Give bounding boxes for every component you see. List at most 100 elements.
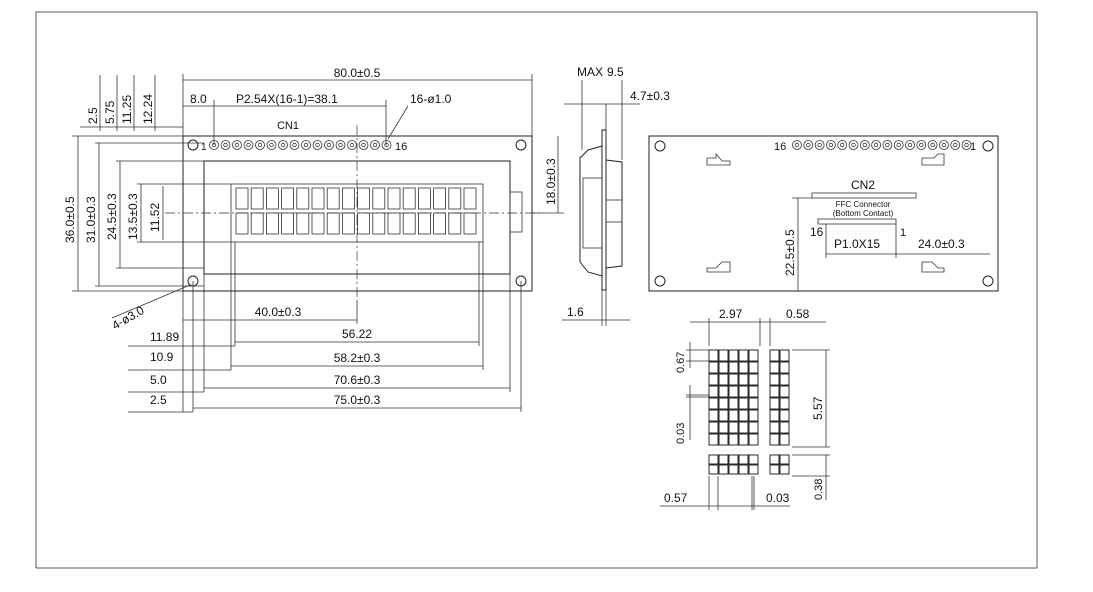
pin-hole bbox=[885, 142, 890, 148]
char-cell bbox=[372, 212, 386, 235]
ffc-contacts bbox=[817, 218, 897, 225]
matrix-dot bbox=[708, 361, 719, 374]
pin-pad bbox=[961, 140, 972, 150]
pin-pad bbox=[347, 140, 357, 150]
pin-pad bbox=[278, 140, 288, 150]
dim-width-58-2: 58.2±0.3 bbox=[334, 351, 381, 365]
ffc-offset: 24.0±0.3 bbox=[918, 237, 965, 251]
char-cell bbox=[235, 212, 249, 235]
dim-width-70-6: 70.6±0.3 bbox=[334, 373, 381, 387]
dim-right-height: 18.0±0.3 bbox=[544, 158, 558, 205]
char-cell bbox=[326, 212, 340, 235]
cn1-pin-one: 1 bbox=[201, 142, 207, 153]
matrix-dot bbox=[728, 349, 739, 362]
pin-hole bbox=[794, 142, 800, 148]
dim-height-24-5: 24.5±0.3 bbox=[105, 193, 119, 240]
matrix-dot bbox=[728, 361, 739, 374]
matrix-dot bbox=[738, 454, 749, 465]
pin-hole bbox=[806, 142, 811, 148]
char-cell bbox=[326, 187, 340, 210]
matrix-dot bbox=[748, 385, 759, 398]
matrix-dot bbox=[779, 361, 790, 374]
dim-pin-pitch: P2.54X(16-1)=38.1 bbox=[236, 92, 338, 106]
matrix-dot bbox=[738, 373, 749, 386]
char-cell bbox=[357, 212, 371, 235]
char-cell bbox=[235, 187, 249, 210]
char-cell bbox=[448, 187, 462, 210]
dim-top-offset-2: 5.75 bbox=[103, 100, 117, 124]
pin-hole bbox=[919, 142, 924, 148]
pin-hole bbox=[964, 142, 969, 148]
char-dot-width: 0.57 bbox=[664, 491, 688, 505]
pin-pad bbox=[905, 140, 915, 150]
pin-pad bbox=[289, 140, 300, 150]
dim-top-offset-4: 12.24 bbox=[141, 94, 155, 124]
pin-hole bbox=[292, 142, 297, 148]
front-pcb-outline bbox=[182, 135, 533, 292]
ffc-pin-left: 16 bbox=[810, 225, 824, 239]
pin-pad bbox=[939, 140, 949, 150]
char-height: 5.57 bbox=[811, 396, 825, 420]
matrix-dot bbox=[738, 464, 749, 475]
matrix-dot bbox=[708, 385, 719, 398]
ffc-pitch: P1.0X15 bbox=[834, 237, 880, 251]
char-cell bbox=[311, 187, 325, 210]
matrix-dot bbox=[718, 464, 729, 475]
matrix-dot bbox=[728, 373, 739, 386]
matrix-dot bbox=[748, 409, 759, 422]
matrix-dot bbox=[748, 361, 759, 374]
dim-height-36: 36.0±0.5 bbox=[63, 196, 77, 243]
pin-hole bbox=[840, 142, 845, 148]
matrix-dot bbox=[748, 421, 759, 434]
char-cell bbox=[341, 212, 355, 235]
dim-left-offset-3: 5.0 bbox=[150, 373, 167, 387]
pin-pad bbox=[792, 140, 802, 150]
pin-pad bbox=[266, 140, 277, 150]
matrix-dot bbox=[779, 385, 790, 398]
char-cell bbox=[448, 212, 462, 235]
matrix-dot bbox=[738, 421, 749, 434]
pin-hole bbox=[349, 142, 355, 148]
char-cursor: 0.38 bbox=[813, 479, 825, 500]
back-view: 16 1 CN2 FFC Connector (Bottom Contact) … bbox=[648, 135, 999, 292]
cn1-pin-row bbox=[209, 140, 392, 150]
pin-pad bbox=[848, 140, 859, 150]
char-col-gap: 0.03 bbox=[766, 491, 790, 505]
pin-hole bbox=[303, 142, 309, 148]
matrix-dot bbox=[708, 409, 719, 422]
pin-pad bbox=[370, 140, 380, 150]
pin-pad bbox=[312, 140, 323, 150]
char-cell bbox=[341, 187, 355, 210]
ffc-pin-right: 1 bbox=[900, 227, 906, 239]
mount-hole-top-left bbox=[187, 139, 199, 151]
ffc-connector-body bbox=[811, 192, 917, 199]
char-dot-height: 0.67 bbox=[675, 352, 687, 373]
side-bezel bbox=[582, 177, 603, 249]
matrix-dot bbox=[738, 385, 749, 398]
char-cell bbox=[281, 212, 295, 235]
dim-width-40: 40.0±0.3 bbox=[255, 305, 302, 319]
matrix-dot bbox=[718, 454, 729, 465]
pin-pad bbox=[814, 140, 825, 150]
matrix-dot bbox=[718, 409, 729, 422]
character-detail: 2.97 0.58 0.67 0.03 5.57 0.38 0.57 0.03 bbox=[660, 307, 830, 510]
matrix-dot bbox=[708, 373, 719, 386]
dim-left-offset-4: 2.5 bbox=[150, 393, 167, 407]
char-cell bbox=[433, 212, 447, 235]
pin-hole bbox=[315, 142, 320, 148]
back-clip-top-right bbox=[921, 153, 945, 166]
matrix-dot bbox=[748, 464, 759, 475]
matrix-dot bbox=[728, 464, 739, 475]
pin-hole bbox=[280, 142, 286, 148]
pin-pad bbox=[255, 140, 265, 150]
matrix-dot bbox=[779, 421, 790, 434]
side-view: MAX 9.5 4.7±0.3 1.6 bbox=[562, 65, 670, 326]
pin-hole bbox=[338, 142, 343, 148]
ffc-label-line1: FFC Connector bbox=[836, 200, 891, 209]
matrix-dot bbox=[708, 454, 719, 465]
matrix-dot bbox=[769, 373, 780, 386]
pin-hole bbox=[941, 142, 947, 148]
dim-top-offset-3: 11.25 bbox=[120, 95, 134, 124]
matrix-dot bbox=[748, 373, 759, 386]
matrix-dot bbox=[779, 454, 790, 465]
